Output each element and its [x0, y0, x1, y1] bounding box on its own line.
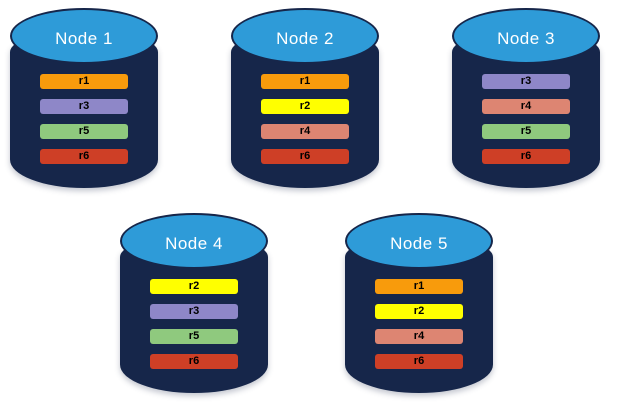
replica-list: r1 r3 r5 r6: [40, 74, 128, 164]
replica-bar[interactable]: r3: [40, 99, 128, 114]
node-label: Node 1: [55, 29, 113, 48]
node-label: Node 3: [497, 29, 555, 48]
replica-bar[interactable]: r4: [375, 329, 463, 344]
replica-bar[interactable]: r5: [482, 124, 570, 139]
node-top-ellipse: [120, 213, 268, 269]
replica-bar[interactable]: r2: [261, 99, 349, 114]
node-top-ellipse: [231, 8, 379, 64]
node-cylinder[interactable]: Node 3 r3 r4 r5 r6: [452, 8, 600, 191]
replica-bar[interactable]: r2: [375, 304, 463, 319]
replica-bar[interactable]: r4: [261, 124, 349, 139]
replica-bar[interactable]: r5: [40, 124, 128, 139]
replica-bar[interactable]: r6: [150, 354, 238, 369]
replica-bar[interactable]: r6: [482, 149, 570, 164]
replica-bar[interactable]: r1: [375, 279, 463, 294]
node-top-ellipse: [345, 213, 493, 269]
node-cylinder[interactable]: Node 2 r1 r2 r4 r6: [231, 8, 379, 191]
replica-bar[interactable]: r1: [40, 74, 128, 89]
replica-bar[interactable]: r3: [150, 304, 238, 319]
node-top-ellipse: [10, 8, 158, 64]
replica-list: r1 r2 r4 r6: [375, 279, 463, 369]
replica-list: r1 r2 r4 r6: [261, 74, 349, 164]
replica-bar[interactable]: r6: [261, 149, 349, 164]
node-top-ellipse: [452, 8, 600, 64]
replica-bar[interactable]: r6: [375, 354, 463, 369]
replica-bar[interactable]: r5: [150, 329, 238, 344]
node-cylinder[interactable]: Node 5 r1 r2 r4 r6: [345, 213, 493, 396]
replica-bar[interactable]: r6: [40, 149, 128, 164]
node-label: Node 4: [165, 234, 223, 253]
node-cylinder[interactable]: Node 1 r1 r3 r5 r6: [10, 8, 158, 191]
node-cylinder[interactable]: Node 4 r2 r3 r5 r6: [120, 213, 268, 396]
replica-bar[interactable]: r4: [482, 99, 570, 114]
replica-bar[interactable]: r2: [150, 279, 238, 294]
replica-list: r3 r4 r5 r6: [482, 74, 570, 164]
node-label: Node 2: [276, 29, 334, 48]
replica-bar[interactable]: r3: [482, 74, 570, 89]
node-label: Node 5: [390, 234, 448, 253]
replica-bar[interactable]: r1: [261, 74, 349, 89]
replica-list: r2 r3 r5 r6: [150, 279, 238, 369]
